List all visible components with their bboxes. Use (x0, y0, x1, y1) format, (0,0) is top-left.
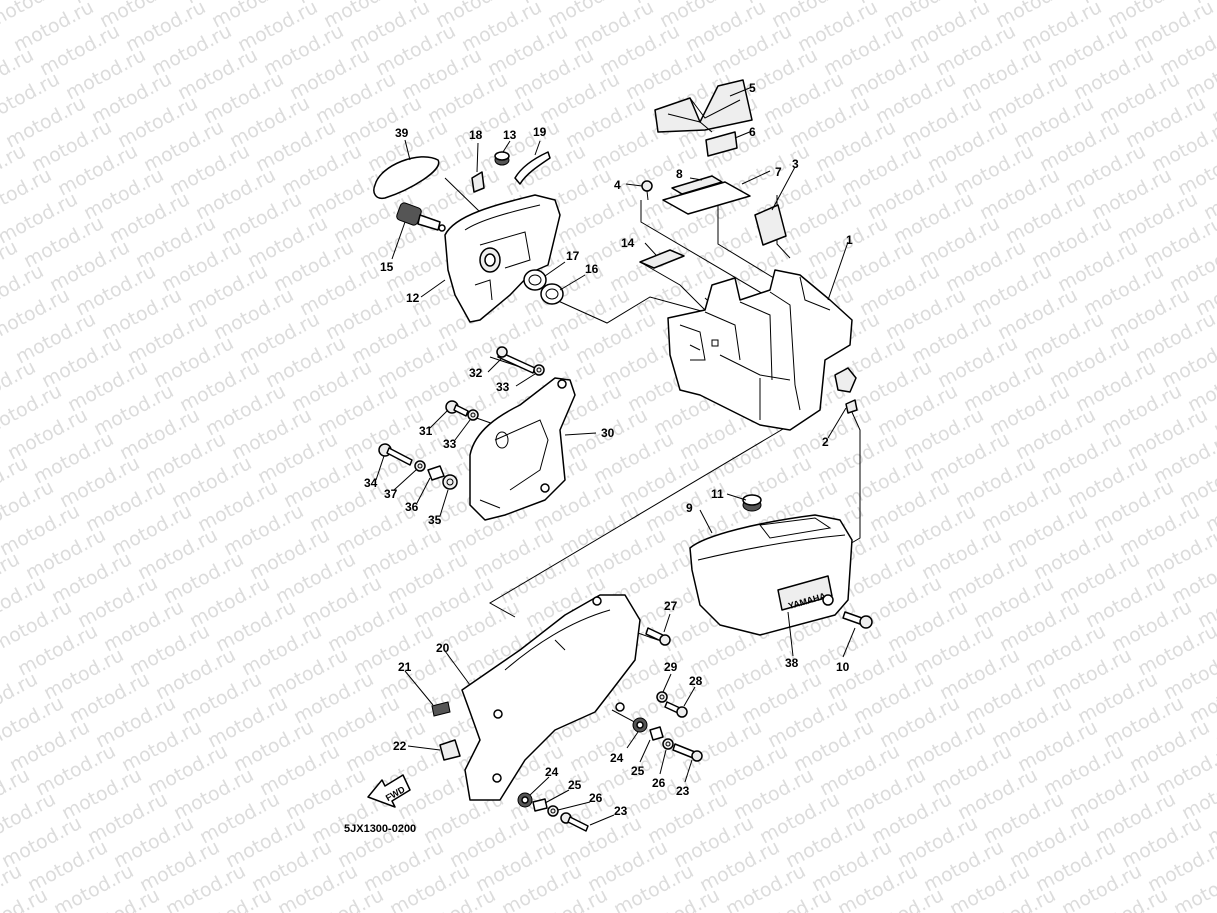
watermark-text: motod.ru (1190, 0, 1217, 8)
callout-22: 22 (393, 739, 407, 753)
callout-30: 30 (601, 426, 615, 440)
washer-part-26a (662, 738, 674, 750)
callout-28: 28 (689, 674, 703, 688)
callout-34: 34 (364, 476, 378, 490)
grommet-part-13 (494, 151, 510, 166)
plate-part-8 (671, 175, 723, 195)
callout-14: 14 (621, 236, 635, 250)
callout-26a: 26 (652, 776, 666, 790)
fwd-arrow-icon: FWD (367, 774, 411, 808)
band-part-39 (373, 156, 440, 200)
pad-part-3 (754, 204, 787, 246)
washer-part-29 (656, 691, 668, 703)
callout-32: 32 (469, 366, 483, 380)
callout-35: 35 (428, 513, 442, 527)
collar-part-25b (532, 798, 548, 812)
connector-part-15 (396, 202, 446, 232)
callout-25a: 25 (631, 764, 645, 778)
callout-20: 20 (436, 641, 450, 655)
washer-part-37 (414, 460, 426, 472)
callout-16: 16 (585, 262, 599, 276)
grommet-part-35 (442, 474, 458, 490)
callout-24a: 24 (610, 751, 624, 765)
tube-part-19 (514, 151, 551, 185)
collar-part-36 (427, 465, 445, 481)
block-part-21 (431, 701, 451, 717)
side-cover-part-12 (444, 194, 561, 323)
callout-2: 2 (822, 435, 829, 449)
callout-23a: 23 (676, 784, 690, 798)
callout-8: 8 (676, 167, 683, 181)
callout-3: 3 (792, 157, 799, 171)
grommet-part-24b (517, 792, 533, 808)
grommet-part-24a (632, 717, 648, 733)
callout-24b: 24 (545, 765, 559, 779)
bracket-part-30 (469, 377, 576, 521)
callout-12: 12 (406, 291, 420, 305)
bolt-part-27 (645, 627, 671, 646)
collar-part-25a (649, 726, 664, 741)
bolt-part-32 (496, 346, 536, 374)
grommet-part-11 (742, 494, 762, 512)
washer-part-26b (547, 805, 559, 817)
callout-6: 6 (749, 125, 756, 139)
bolt-part-31 (445, 400, 469, 417)
bolt-part-23a (672, 743, 703, 762)
diagram-code: 5JX1300-0200 (344, 823, 416, 835)
pad-part-14 (639, 249, 685, 269)
callout-23b: 23 (614, 804, 628, 818)
callout-13: 13 (503, 128, 517, 142)
washer-part-33a (533, 364, 545, 376)
bolt-part-4 (641, 180, 653, 201)
callout-labels: 1 2 3 4 5 6 7 8 9 10 11 12 13 14 15 16 1… (364, 81, 853, 818)
callout-5: 5 (749, 81, 756, 95)
block-part-22 (439, 739, 461, 761)
washer-part-33b (467, 409, 479, 421)
callout-1: 1 (846, 233, 853, 247)
callout-17: 17 (566, 249, 580, 263)
callout-11: 11 (711, 487, 724, 501)
callout-26b: 26 (589, 791, 603, 805)
callout-36: 36 (405, 500, 419, 514)
callout-29: 29 (664, 660, 678, 674)
bolt-part-28 (664, 701, 688, 718)
foam-pad-part-5 (654, 79, 753, 133)
cover-part-9: YAMAHA (689, 514, 853, 636)
callout-10: 10 (836, 660, 850, 674)
callout-25b: 25 (568, 778, 582, 792)
bolt-part-34 (378, 443, 413, 466)
callout-37: 37 (384, 487, 398, 501)
ring-part-16 (540, 283, 564, 305)
bolt-part-10 (842, 611, 873, 629)
clip-part-2 (834, 367, 858, 414)
lower-cover-part-20 (461, 594, 641, 801)
callout-7: 7 (775, 165, 782, 179)
callout-21: 21 (398, 660, 412, 674)
callout-27: 27 (664, 599, 678, 613)
foam-pad-part-6 (705, 131, 738, 157)
callout-4: 4 (614, 178, 621, 192)
callout-18: 18 (469, 128, 483, 142)
battery-box-part-1 (667, 269, 853, 431)
callout-38: 38 (785, 656, 799, 670)
callout-39: 39 (395, 126, 409, 140)
callout-19: 19 (533, 125, 547, 139)
callout-33b: 33 (443, 437, 457, 451)
callout-33a: 33 (496, 380, 510, 394)
callout-9: 9 (686, 501, 693, 515)
ring-part-17 (523, 269, 547, 291)
pin-part-18 (471, 171, 485, 193)
callout-15: 15 (380, 260, 394, 274)
leader-lines (375, 86, 856, 826)
callout-31: 31 (419, 424, 433, 438)
bolt-part-23b (560, 812, 589, 832)
